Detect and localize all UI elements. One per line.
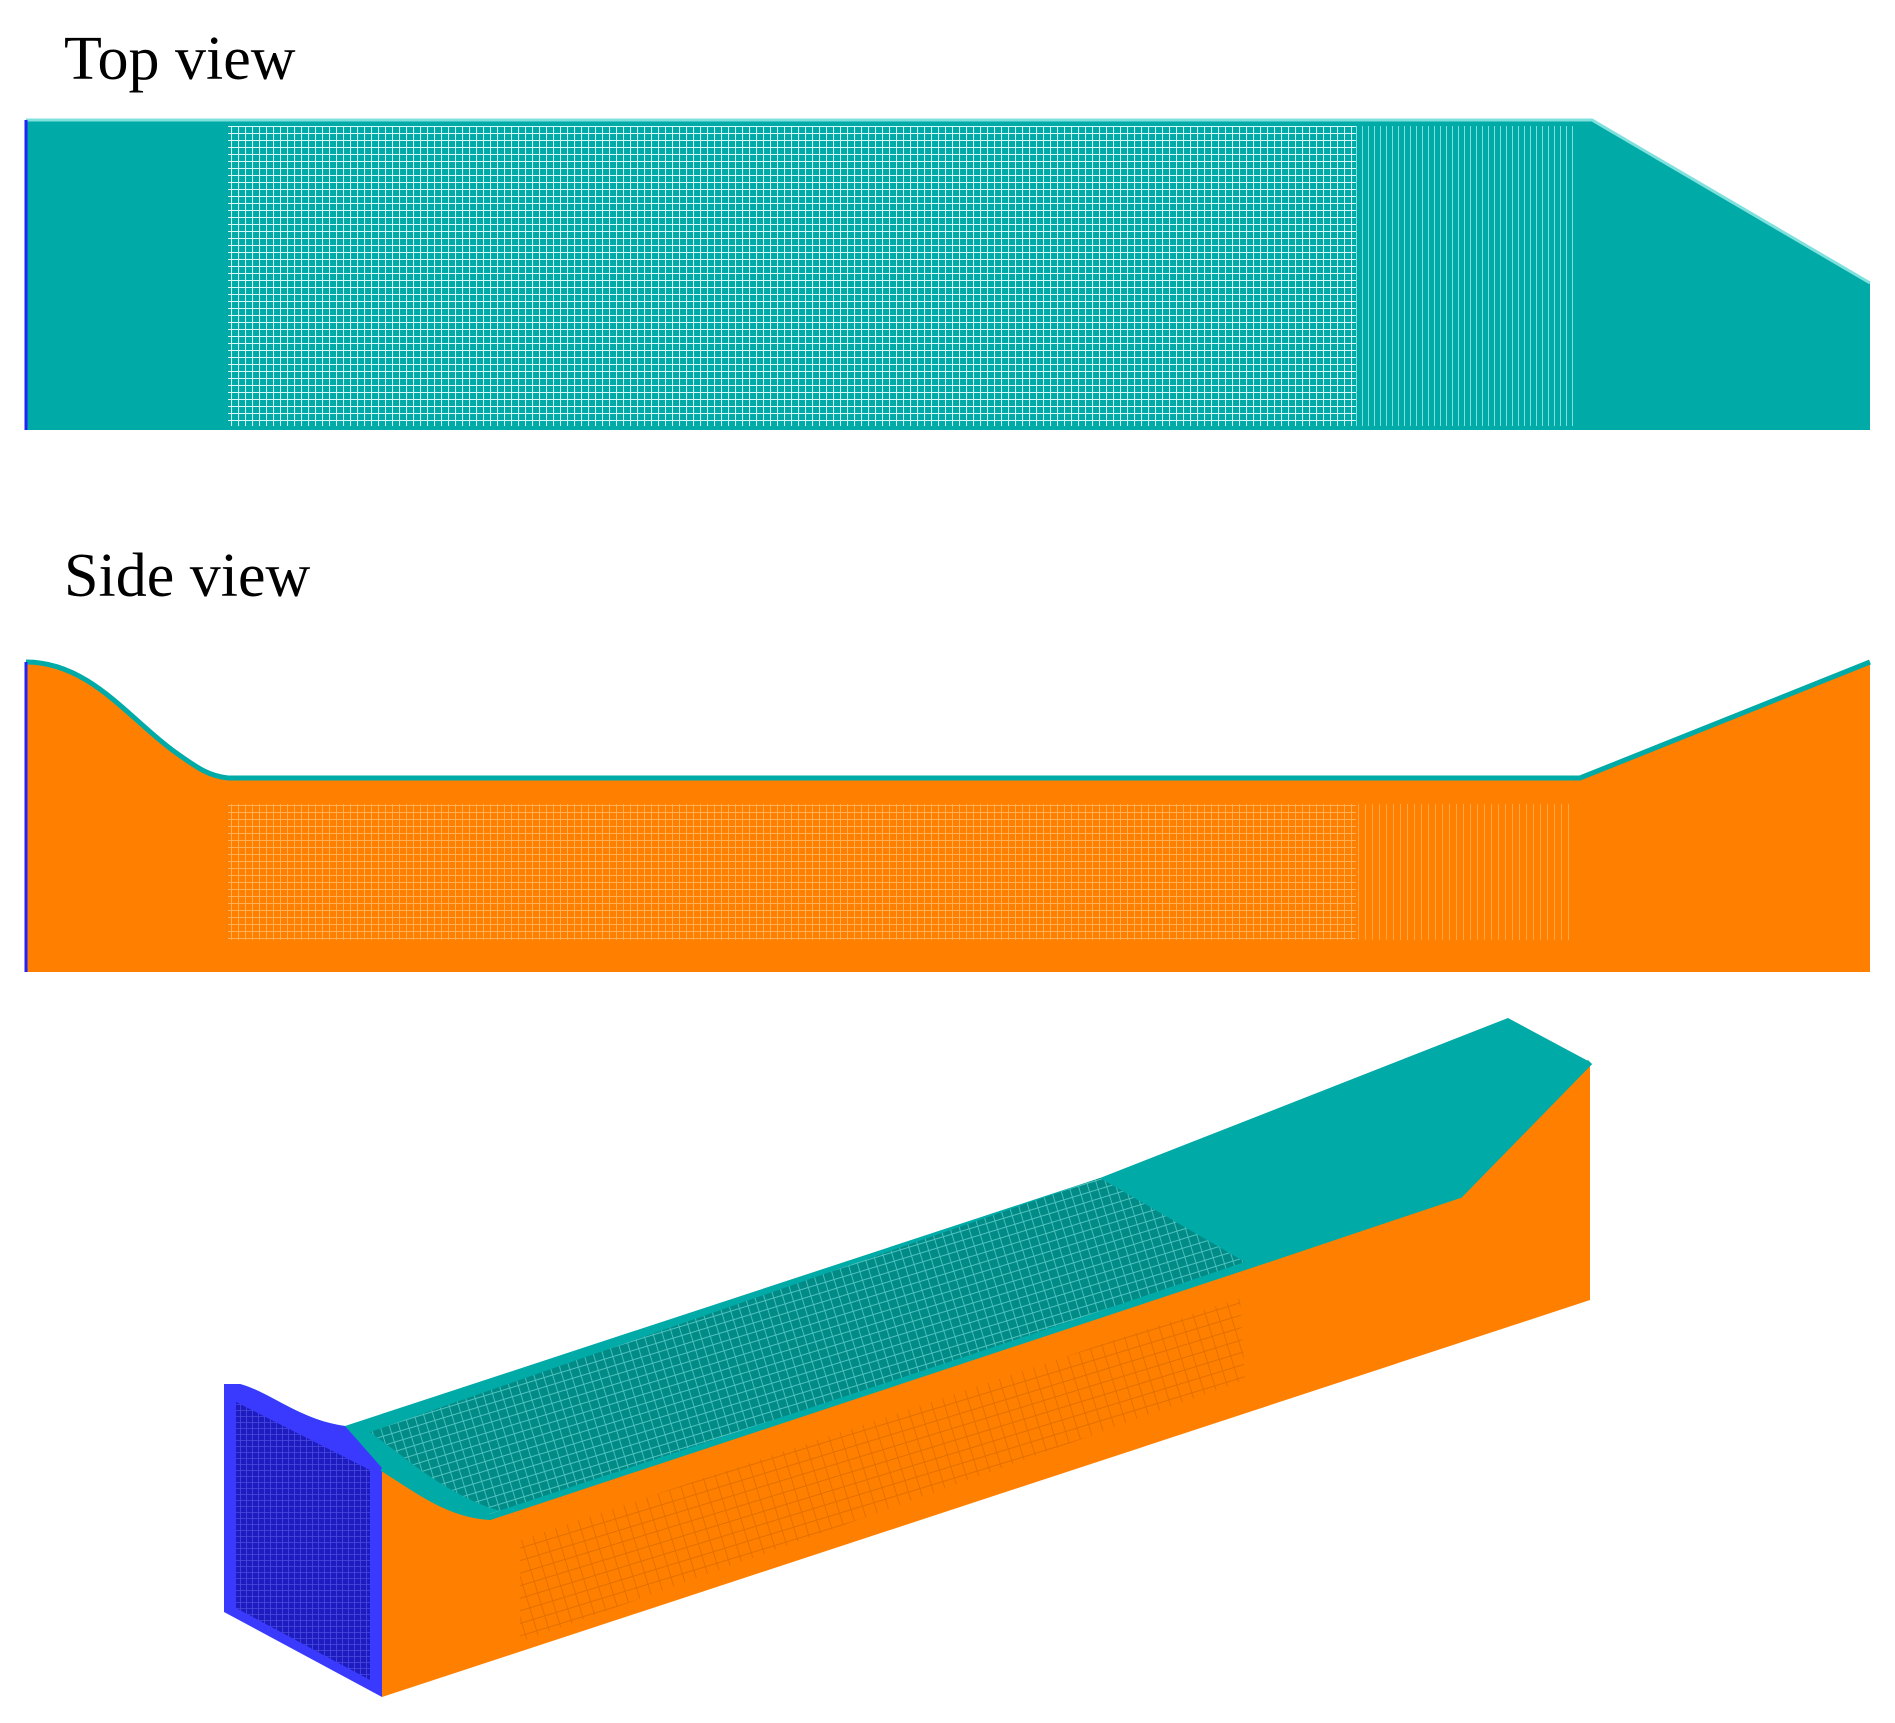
iso-inlet-mesh (236, 1402, 370, 1680)
side-view-label: Side view (64, 542, 311, 610)
isometric-view (224, 1018, 1593, 1697)
top-view-transition-mesh (1356, 126, 1578, 426)
iso-trough-mesh (370, 1178, 1245, 1512)
side-view-water-surface (25, 659, 1871, 781)
iso-side-mesh (520, 1298, 1245, 1642)
side-view-domain (24, 659, 1871, 972)
top-view-refined-mesh (228, 126, 1356, 426)
top-view-label: Top view (64, 25, 296, 93)
top-view-domain (24, 118, 1871, 430)
side-view-transition-mesh (1356, 804, 1570, 940)
side-view-refined-mesh (228, 804, 1356, 940)
